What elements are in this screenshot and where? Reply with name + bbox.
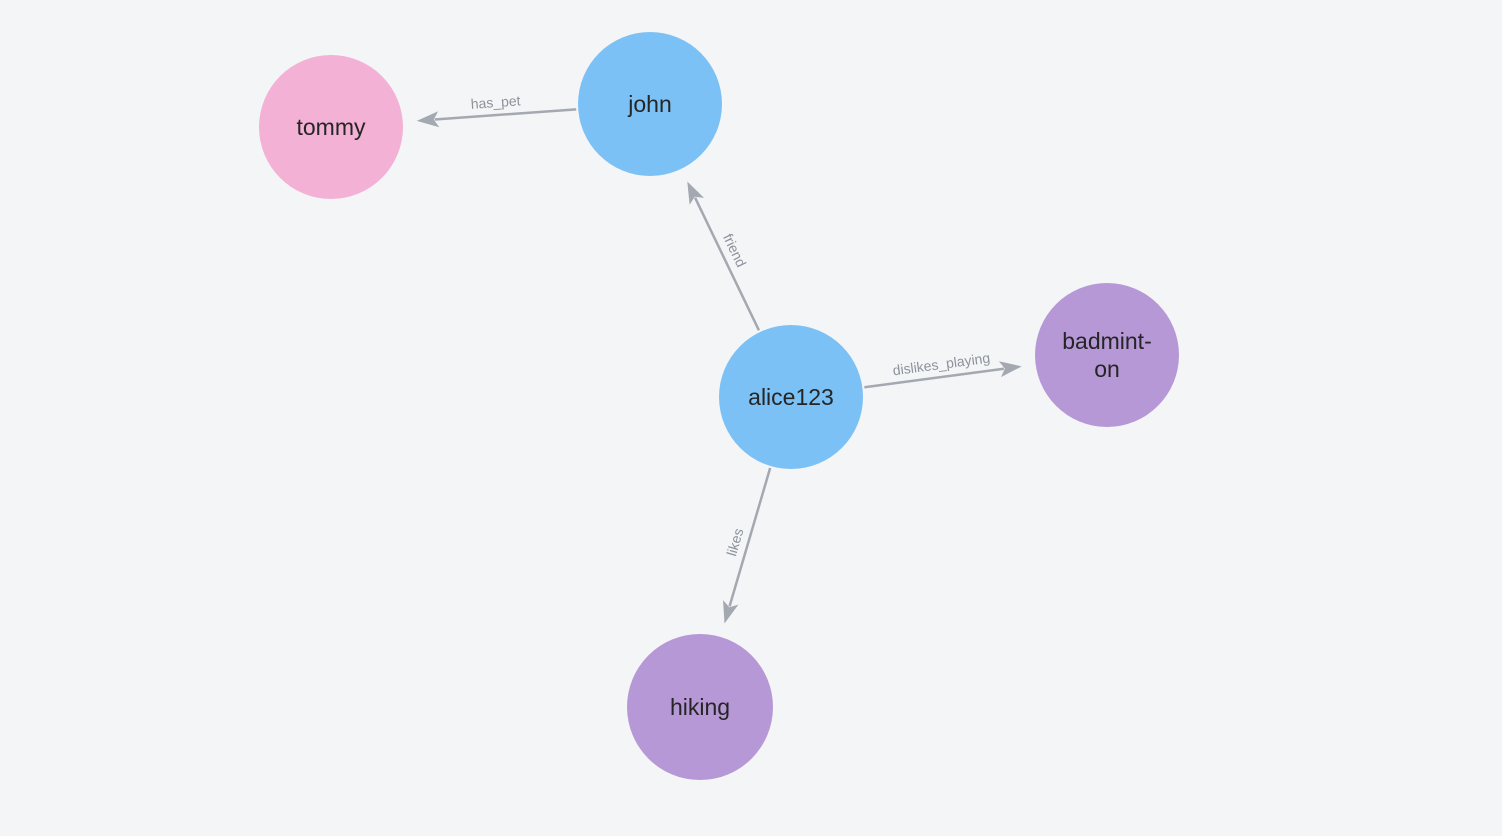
edge-label-likes: likes [723, 526, 746, 557]
edge-label-dislikes_playing: dislikes_playing [892, 350, 991, 379]
node-group-john: john [578, 32, 722, 176]
edge-arrowhead-icon [723, 600, 739, 624]
node-badminton[interactable] [1035, 283, 1179, 427]
edge-arrowhead-icon [416, 111, 440, 128]
edge-arrowhead-icon [687, 181, 705, 205]
edge-arrowhead-icon [998, 361, 1022, 378]
node-group-badminton: badmint-on [1035, 283, 1179, 427]
edge-likes[interactable] [728, 467, 772, 607]
node-alice123[interactable] [719, 325, 863, 469]
edge-has_pet[interactable] [434, 108, 577, 121]
edge-label-has_pet: has_pet [470, 92, 521, 112]
node-hiking[interactable] [627, 634, 773, 780]
node-group-tommy: tommy [259, 55, 403, 199]
node-john[interactable] [578, 32, 722, 176]
node-group-hiking: hiking [627, 634, 773, 780]
edge-dislikes_playing[interactable] [864, 367, 1005, 389]
edge-friend[interactable] [693, 197, 761, 331]
edge-label-friend: friend [720, 231, 750, 270]
node-tommy[interactable] [259, 55, 403, 199]
node-group-alice123: alice123 [719, 325, 863, 469]
node-layer: tommy john alice123 badmint-on hiking [259, 32, 1179, 780]
